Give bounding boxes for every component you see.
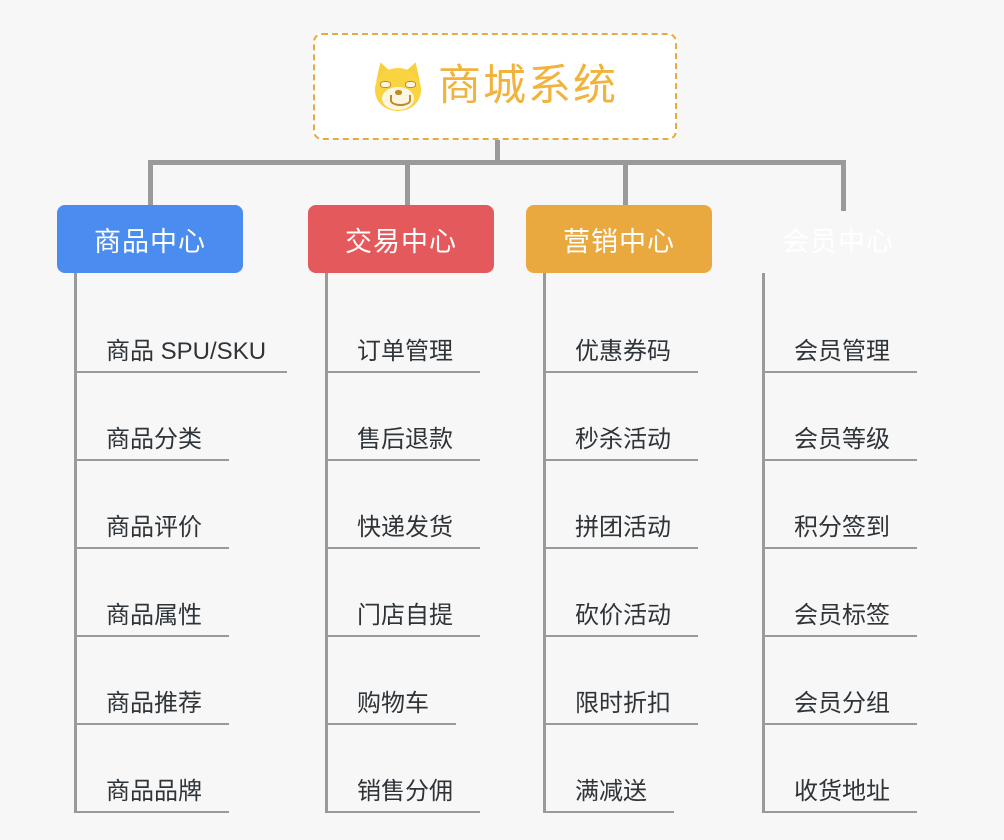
category-header-label: 商品中心 (94, 226, 206, 257)
leaf-item[interactable]: 购物车 (325, 637, 456, 725)
leaf-item-label: 商品 SPU/SKU (106, 338, 267, 365)
leaf-item-label: 销售分佣 (357, 778, 453, 805)
leaf-item-underline (762, 371, 917, 373)
leaf-item-label: 会员标签 (794, 602, 890, 629)
leaf-item[interactable]: 积分签到 (762, 461, 917, 549)
leaf-item-underline (325, 547, 480, 549)
leaf-item-underline (543, 811, 674, 813)
category-header-3[interactable]: 营销中心 (526, 205, 712, 273)
leaf-item-underline (543, 371, 698, 373)
root-node[interactable]: 商城系统 (313, 33, 677, 140)
leaf-item[interactable]: 商品推荐 (74, 637, 229, 725)
leaf-item-underline (325, 371, 480, 373)
leaf-item-underline (325, 635, 480, 637)
leaf-item[interactable]: 订单管理 (325, 285, 480, 373)
leaf-item-underline (325, 811, 480, 813)
leaf-item[interactable]: 会员分组 (762, 637, 917, 725)
leaf-item-label: 优惠券码 (575, 338, 671, 365)
leaf-item-label: 商品品牌 (106, 778, 202, 805)
category-header-2[interactable]: 交易中心 (308, 205, 494, 273)
leaf-item-label: 秒杀活动 (575, 426, 671, 453)
category-header-label: 营销中心 (563, 226, 675, 257)
leaf-item-underline (762, 811, 917, 813)
leaf-item-label: 门店自提 (357, 602, 453, 629)
leaf-item-underline (325, 459, 480, 461)
branch-spine-2 (325, 273, 328, 813)
leaf-item[interactable]: 收货地址 (762, 725, 917, 813)
leaf-item[interactable]: 拼团活动 (543, 461, 698, 549)
leaf-item-underline (74, 371, 287, 373)
category-header-1[interactable]: 商品中心 (57, 205, 243, 273)
leaf-item[interactable]: 门店自提 (325, 549, 480, 637)
leaf-item[interactable]: 商品 SPU/SKU (74, 285, 287, 373)
branch-drop-connector-2 (405, 160, 410, 211)
leaf-item-label: 收货地址 (794, 778, 890, 805)
leaf-item-underline (74, 723, 229, 725)
leaf-item-label: 商品评价 (106, 514, 202, 541)
leaf-item-underline (74, 459, 229, 461)
category-header-label: 会员中心 (782, 226, 894, 257)
leaf-item[interactable]: 商品品牌 (74, 725, 229, 813)
leaf-item-label: 商品推荐 (106, 690, 202, 717)
leaf-item-label: 会员管理 (794, 338, 890, 365)
leaf-item-underline (543, 459, 698, 461)
leaf-item[interactable]: 商品属性 (74, 549, 229, 637)
leaf-item[interactable]: 快递发货 (325, 461, 480, 549)
leaf-item[interactable]: 会员等级 (762, 373, 917, 461)
leaf-item[interactable]: 商品分类 (74, 373, 229, 461)
leaf-item-underline (762, 635, 917, 637)
leaf-item-label: 快递发货 (357, 514, 453, 541)
horizontal-bus-connector (148, 160, 846, 165)
leaf-item-underline (74, 635, 229, 637)
leaf-item-label: 售后退款 (357, 426, 453, 453)
root-title: 商城系统 (438, 62, 618, 110)
root-stem-connector (495, 140, 500, 165)
leaf-item-label: 积分签到 (794, 514, 890, 541)
leaf-item-underline (325, 723, 456, 725)
shiba-inu-icon (370, 58, 426, 113)
leaf-item-underline (543, 723, 698, 725)
leaf-item-underline (762, 459, 917, 461)
leaf-item[interactable]: 砍价活动 (543, 549, 698, 637)
leaf-item-underline (543, 547, 698, 549)
leaf-item-underline (74, 547, 229, 549)
leaf-item[interactable]: 商品评价 (74, 461, 229, 549)
branch-spine-4 (762, 273, 765, 813)
shiba-eye-left-icon (380, 80, 391, 88)
leaf-item[interactable]: 销售分佣 (325, 725, 480, 813)
leaf-item-underline (762, 723, 917, 725)
leaf-item[interactable]: 限时折扣 (543, 637, 698, 725)
leaf-item-underline (762, 547, 917, 549)
shiba-nose-icon (395, 89, 402, 95)
leaf-item-label: 订单管理 (357, 338, 453, 365)
shiba-eye-right-icon (405, 80, 416, 88)
leaf-item[interactable]: 会员管理 (762, 285, 917, 373)
leaf-item-label: 拼团活动 (575, 514, 671, 541)
leaf-item-label: 满减送 (575, 778, 647, 805)
shiba-mouth-icon (390, 94, 411, 106)
leaf-item-label: 会员等级 (794, 426, 890, 453)
leaf-item[interactable]: 满减送 (543, 725, 674, 813)
branch-drop-connector-3 (623, 160, 628, 211)
leaf-item[interactable]: 售后退款 (325, 373, 480, 461)
leaf-item-underline (543, 635, 698, 637)
branch-drop-connector-1 (148, 160, 153, 211)
leaf-item[interactable]: 会员标签 (762, 549, 917, 637)
leaf-item-label: 限时折扣 (575, 690, 671, 717)
branch-spine-1 (74, 273, 77, 813)
branch-drop-connector-4 (841, 160, 846, 211)
branch-spine-3 (543, 273, 546, 813)
leaf-item[interactable]: 优惠券码 (543, 285, 698, 373)
leaf-item-label: 商品属性 (106, 602, 202, 629)
leaf-item-underline (74, 811, 229, 813)
leaf-item-label: 购物车 (357, 690, 429, 717)
category-header-label: 交易中心 (345, 226, 457, 257)
leaf-item[interactable]: 秒杀活动 (543, 373, 698, 461)
category-header-4[interactable]: 会员中心 (745, 205, 931, 273)
leaf-item-label: 商品分类 (106, 426, 202, 453)
leaf-item-label: 砍价活动 (575, 602, 671, 629)
leaf-item-label: 会员分组 (794, 690, 890, 717)
